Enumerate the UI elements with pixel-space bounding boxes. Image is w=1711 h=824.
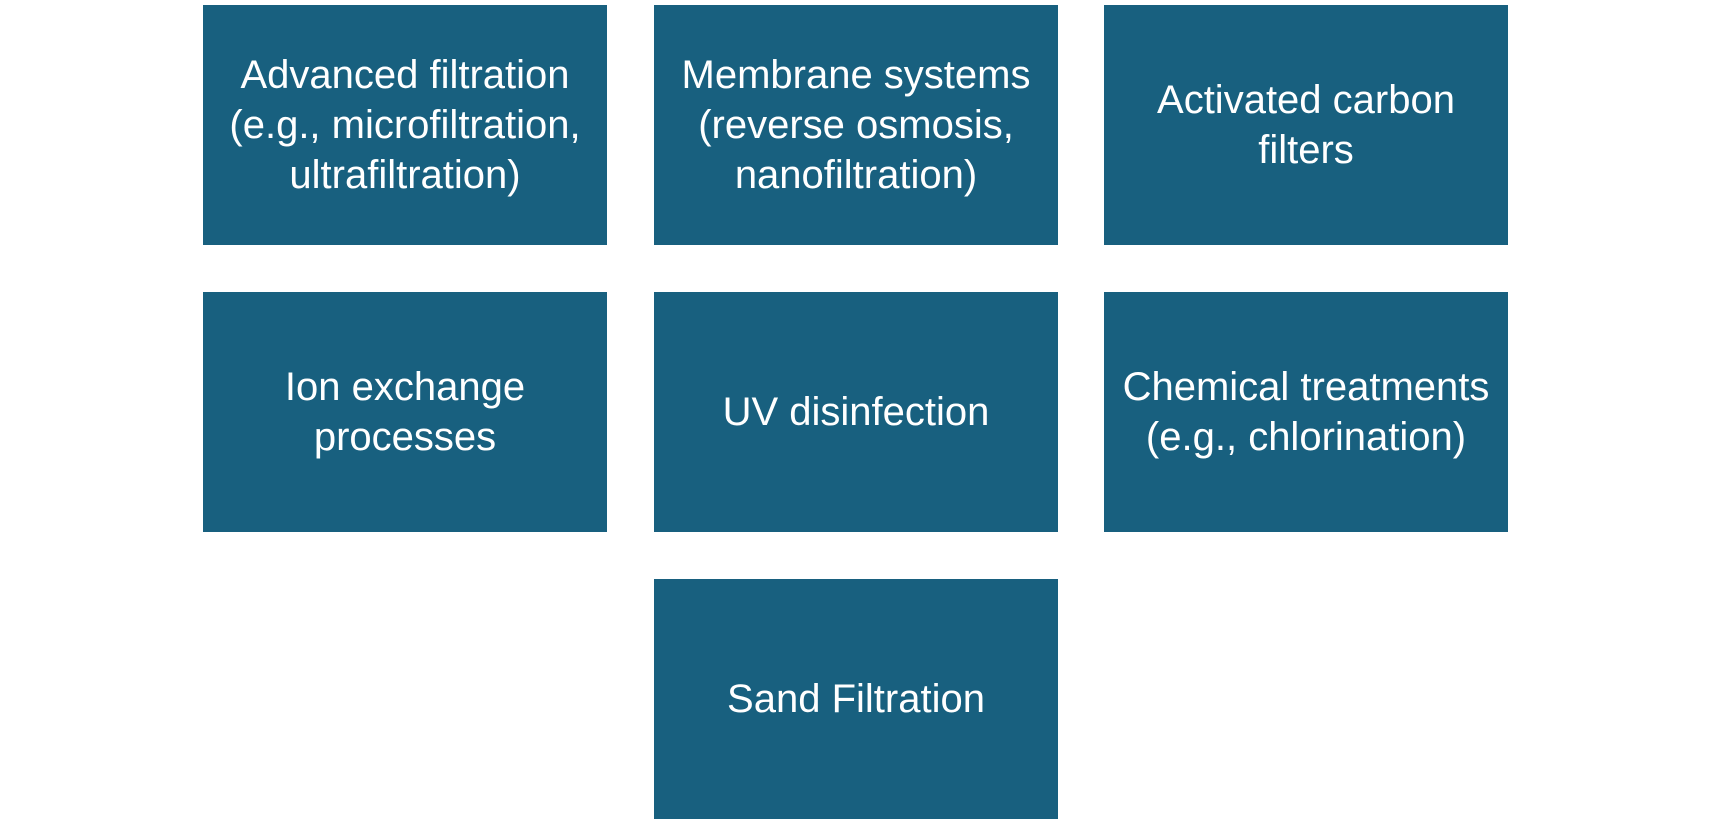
box-uv-disinfection: UV disinfection [654,292,1058,532]
box-label: Activated carbon filters [1157,78,1455,172]
box-ion-exchange: Ion exchange processes [203,292,607,532]
box-chemical-treatments: Chemical treatments (e.g., chlorination) [1104,292,1508,532]
box-label: Advanced filtration (e.g., microfiltrati… [229,53,581,197]
box-label: Chemical treatments (e.g., chlorination) [1122,365,1490,459]
box-label: Sand Filtration [727,677,985,721]
box-activated-carbon: Activated carbon filters [1104,5,1508,245]
box-label: Ion exchange processes [284,365,526,459]
box-advanced-filtration: Advanced filtration (e.g., microfiltrati… [203,5,607,245]
box-sand-filtration: Sand Filtration [654,579,1058,819]
box-label: UV disinfection [722,390,990,434]
box-label: Membrane systems (reverse osmosis, nanof… [681,53,1031,197]
box-membrane-systems: Membrane systems (reverse osmosis, nanof… [654,5,1058,245]
